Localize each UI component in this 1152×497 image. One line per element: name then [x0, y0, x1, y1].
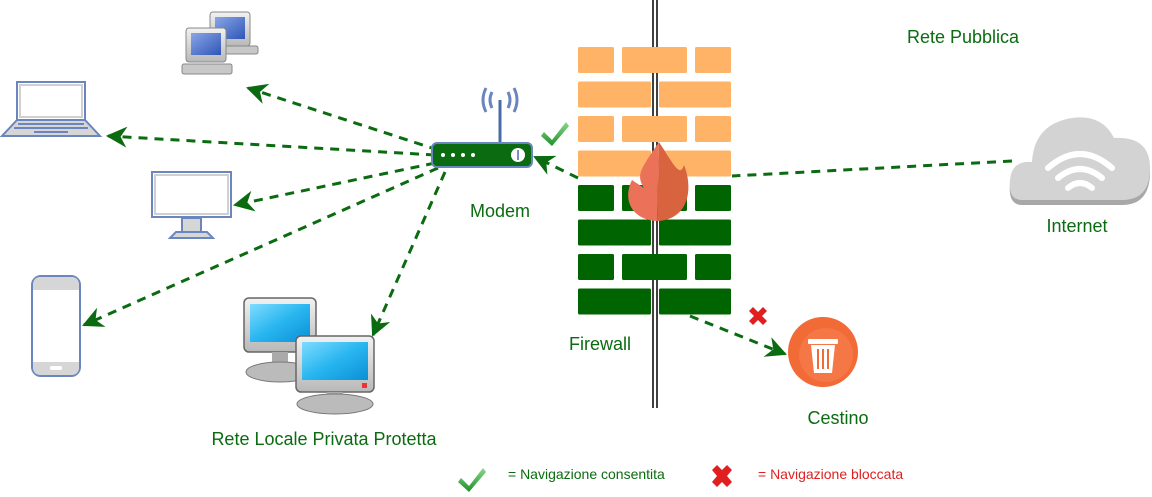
firewall-brick — [578, 288, 651, 315]
firewall-brick — [695, 116, 731, 142]
connection-modem-laptop — [105, 126, 436, 157]
internet-label: Internet — [1046, 216, 1107, 236]
allowed-check-icon — [541, 122, 569, 146]
firewall-label: Firewall — [569, 334, 631, 354]
public-network-label: Rete Pubblica — [907, 27, 1020, 47]
modem-router-icon — [431, 87, 533, 168]
smartphone-icon — [31, 275, 81, 377]
trash-bin-icon — [788, 317, 858, 387]
connection-modem-smartphone — [82, 166, 439, 327]
legend-blocked-label: = Navigazione bloccata — [758, 466, 903, 482]
blocked-x-icon — [749, 307, 767, 325]
legend-allowed-check-icon — [458, 468, 486, 492]
connection-modem-pc-top — [246, 83, 439, 152]
firewall-brick — [659, 288, 731, 315]
firewall-brick — [578, 185, 614, 211]
connection-modem-monitor — [232, 161, 436, 212]
firewall-brick — [659, 81, 731, 108]
laptop-icon — [0, 81, 103, 137]
connection-modem-pc-bottom — [371, 171, 447, 337]
legend: = Navigazione consentita = Navigazione b… — [458, 465, 903, 492]
desktop-computers-icon — [243, 297, 375, 415]
trash-label: Cestino — [807, 408, 868, 428]
modem-label: Modem — [470, 201, 530, 221]
legend-blocked-x-icon — [712, 465, 732, 487]
connection-firewall-trash — [689, 314, 787, 357]
firewall-brick — [695, 185, 731, 211]
firewall-brick — [695, 47, 731, 73]
wifi-cloud-icon — [1009, 117, 1150, 205]
firewall-brick — [578, 116, 614, 142]
legend-allowed-label: = Navigazione consentita — [508, 466, 665, 482]
firewall-brick — [622, 254, 687, 280]
firewall-brick — [659, 219, 731, 246]
firewall-brick — [578, 219, 651, 246]
firewall-brick — [622, 116, 687, 142]
firewall-brick — [578, 150, 651, 177]
monitor-icon — [151, 171, 232, 239]
private-network-label: Rete Locale Privata Protetta — [211, 429, 437, 449]
firewall-brick — [578, 47, 614, 73]
firewall-brick — [578, 254, 614, 280]
desktop-computers-icon — [181, 11, 259, 75]
firewall-brick — [578, 81, 651, 108]
connection-internet-firewall — [731, 159, 1013, 178]
flame-icon — [628, 142, 689, 221]
connection-firewall-modem — [533, 155, 579, 180]
firewall-brick — [622, 47, 687, 73]
firewall-brick — [695, 254, 731, 280]
